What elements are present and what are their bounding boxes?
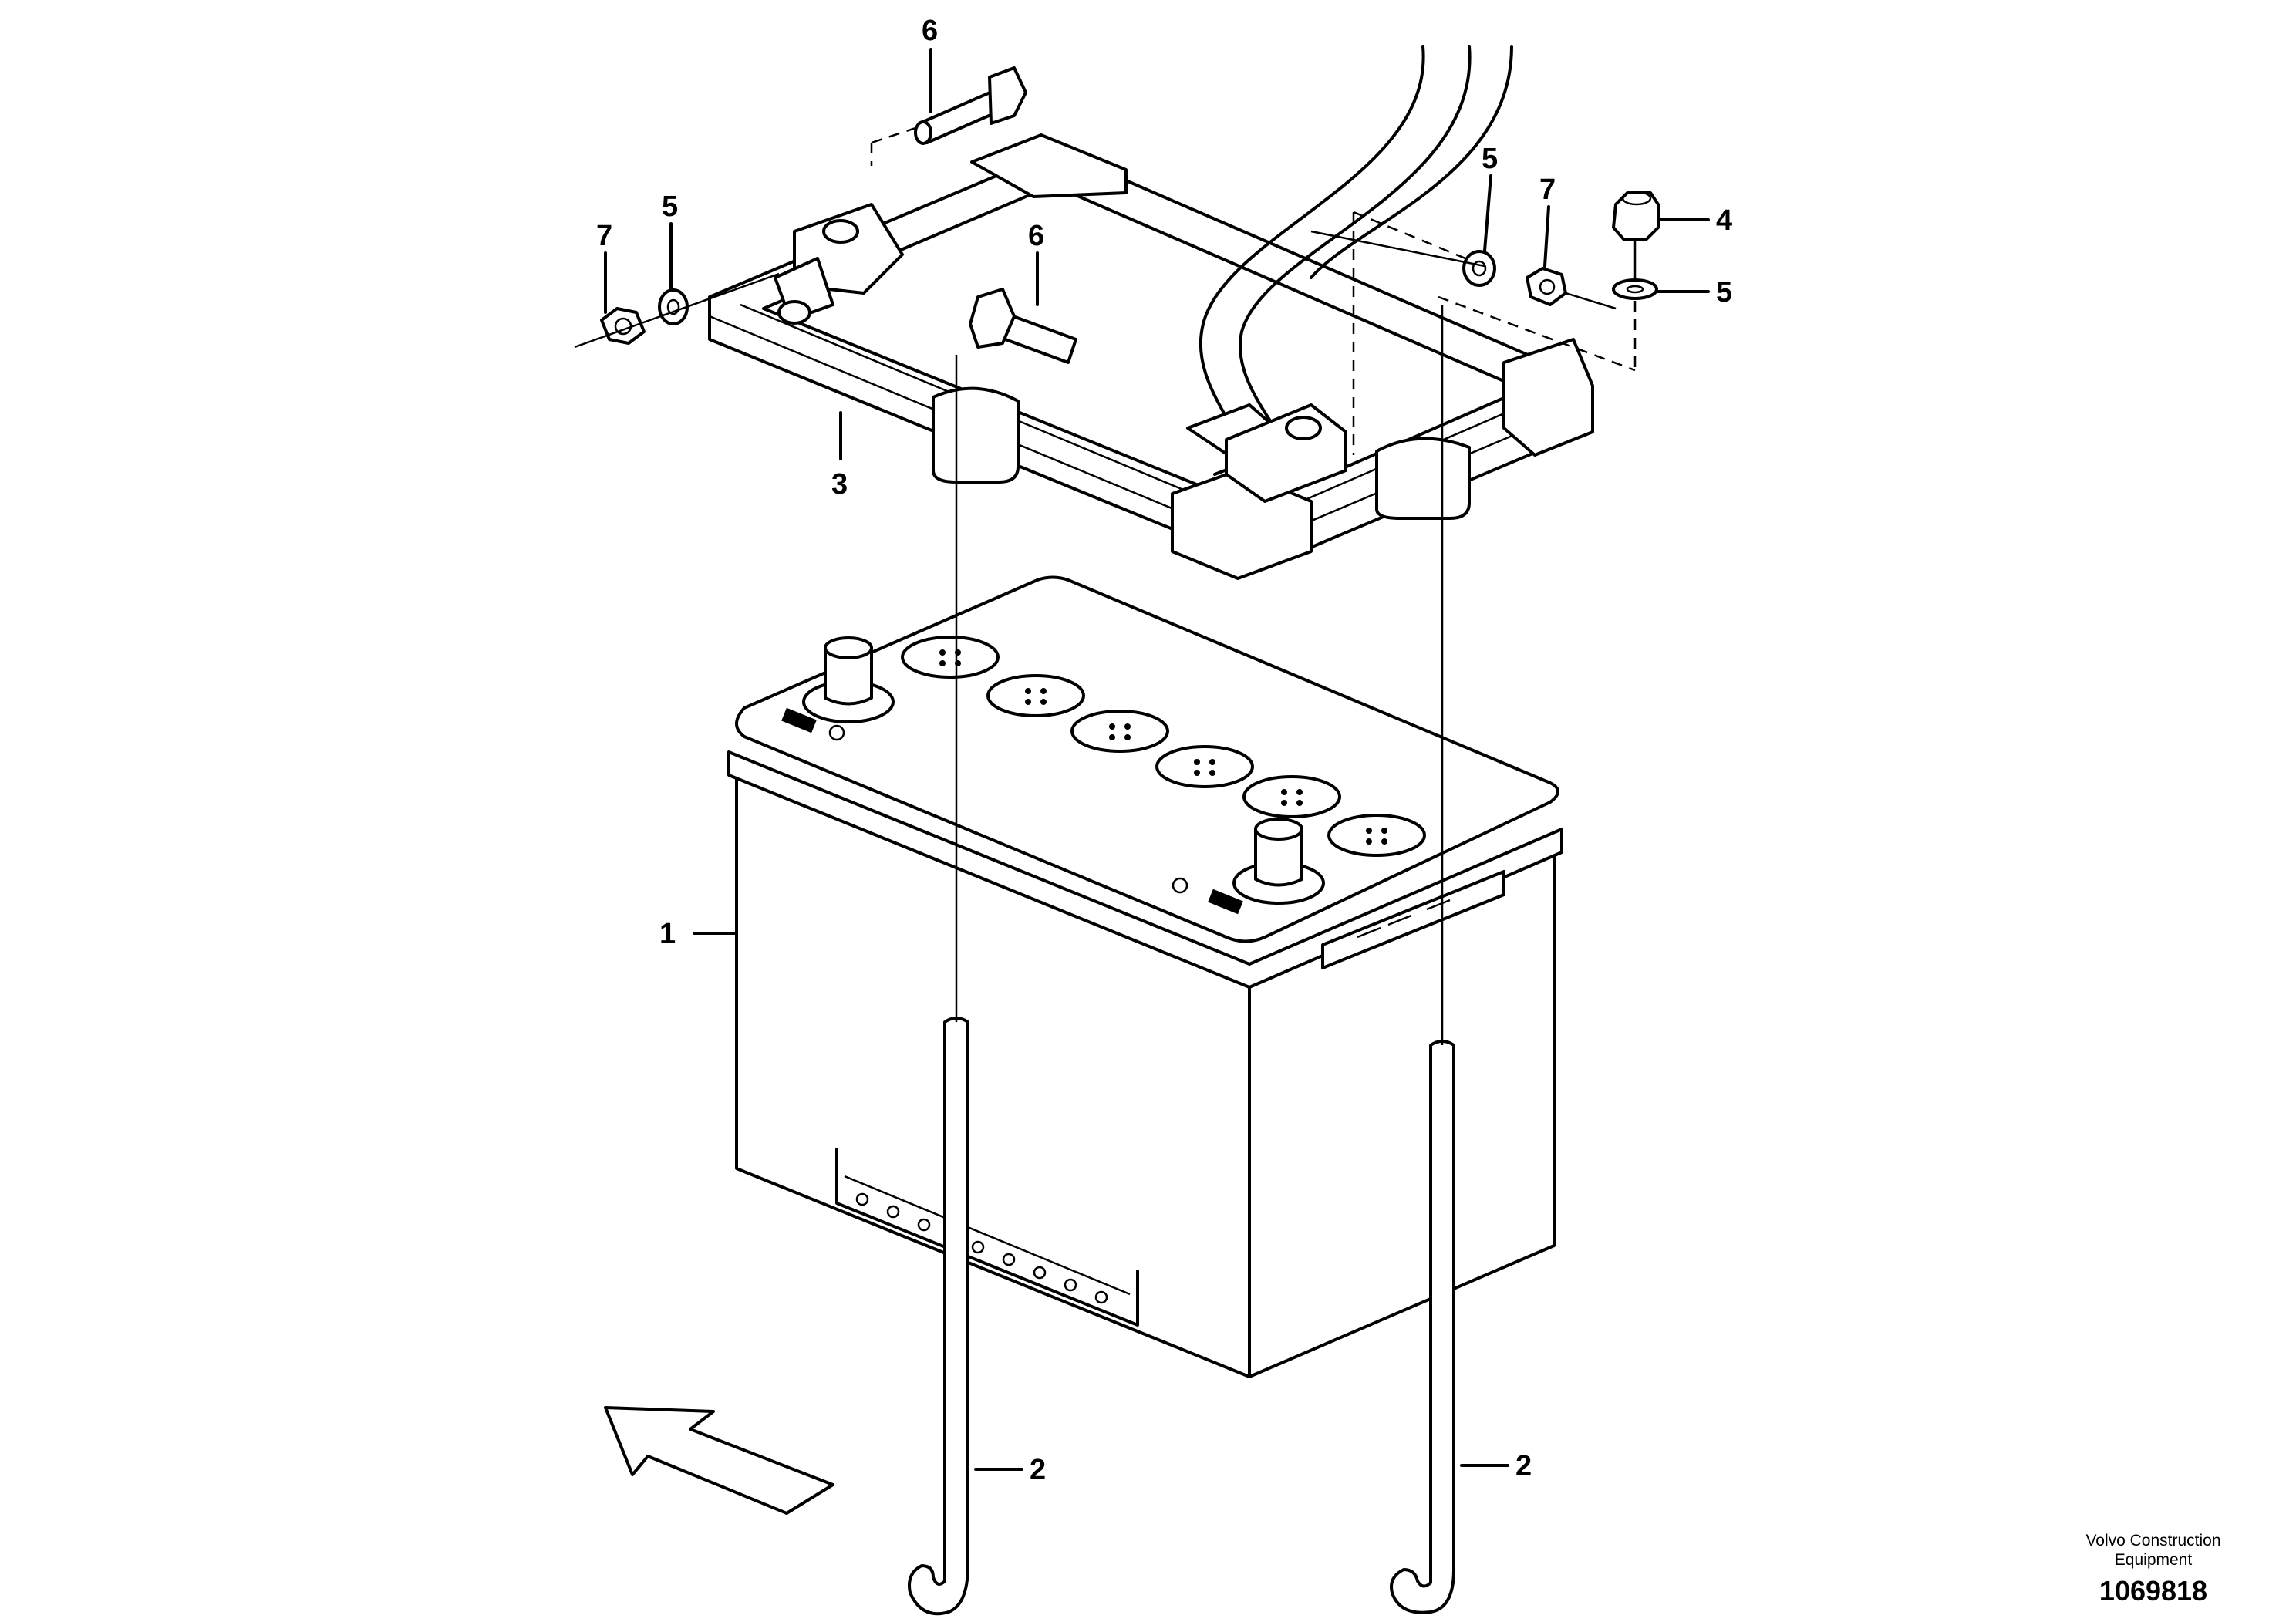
callout-2-left: 2: [1030, 1454, 1046, 1486]
callout-labels: 6 6 7 5 5 7 4 5 3 1 2 2: [596, 15, 1732, 1486]
hardware: [600, 66, 1660, 364]
callout-6-top: 6: [922, 15, 938, 47]
assembly-lines: [574, 126, 1637, 1045]
battery: [727, 575, 1563, 1378]
callout-3: 3: [831, 468, 848, 501]
arrow-icon: [604, 1406, 834, 1515]
hold-down-frame: [708, 133, 1594, 580]
document-number: 1069818: [2099, 1575, 2208, 1607]
callout-7-right: 7: [1539, 174, 1556, 206]
callout-5-right-lower: 5: [1716, 276, 1732, 309]
tie-rods: [908, 1017, 1455, 1616]
callout-leaders: [604, 48, 1710, 1471]
callout-4: 4: [1716, 204, 1732, 237]
publisher-credit: Volvo Construction Equipment: [2053, 1531, 2254, 1570]
credit-line-1: Volvo Construction: [2085, 1532, 2221, 1549]
callout-2-right: 2: [1515, 1450, 1532, 1482]
credit-line-2: Equipment: [2114, 1551, 2193, 1569]
callout-7-left: 7: [596, 220, 612, 252]
callout-6-middle: 6: [1028, 220, 1044, 252]
cables: [774, 45, 1513, 503]
callout-5-right-upper: 5: [1482, 143, 1498, 175]
callout-5-left: 5: [662, 191, 678, 223]
callout-1: 1: [659, 918, 676, 950]
